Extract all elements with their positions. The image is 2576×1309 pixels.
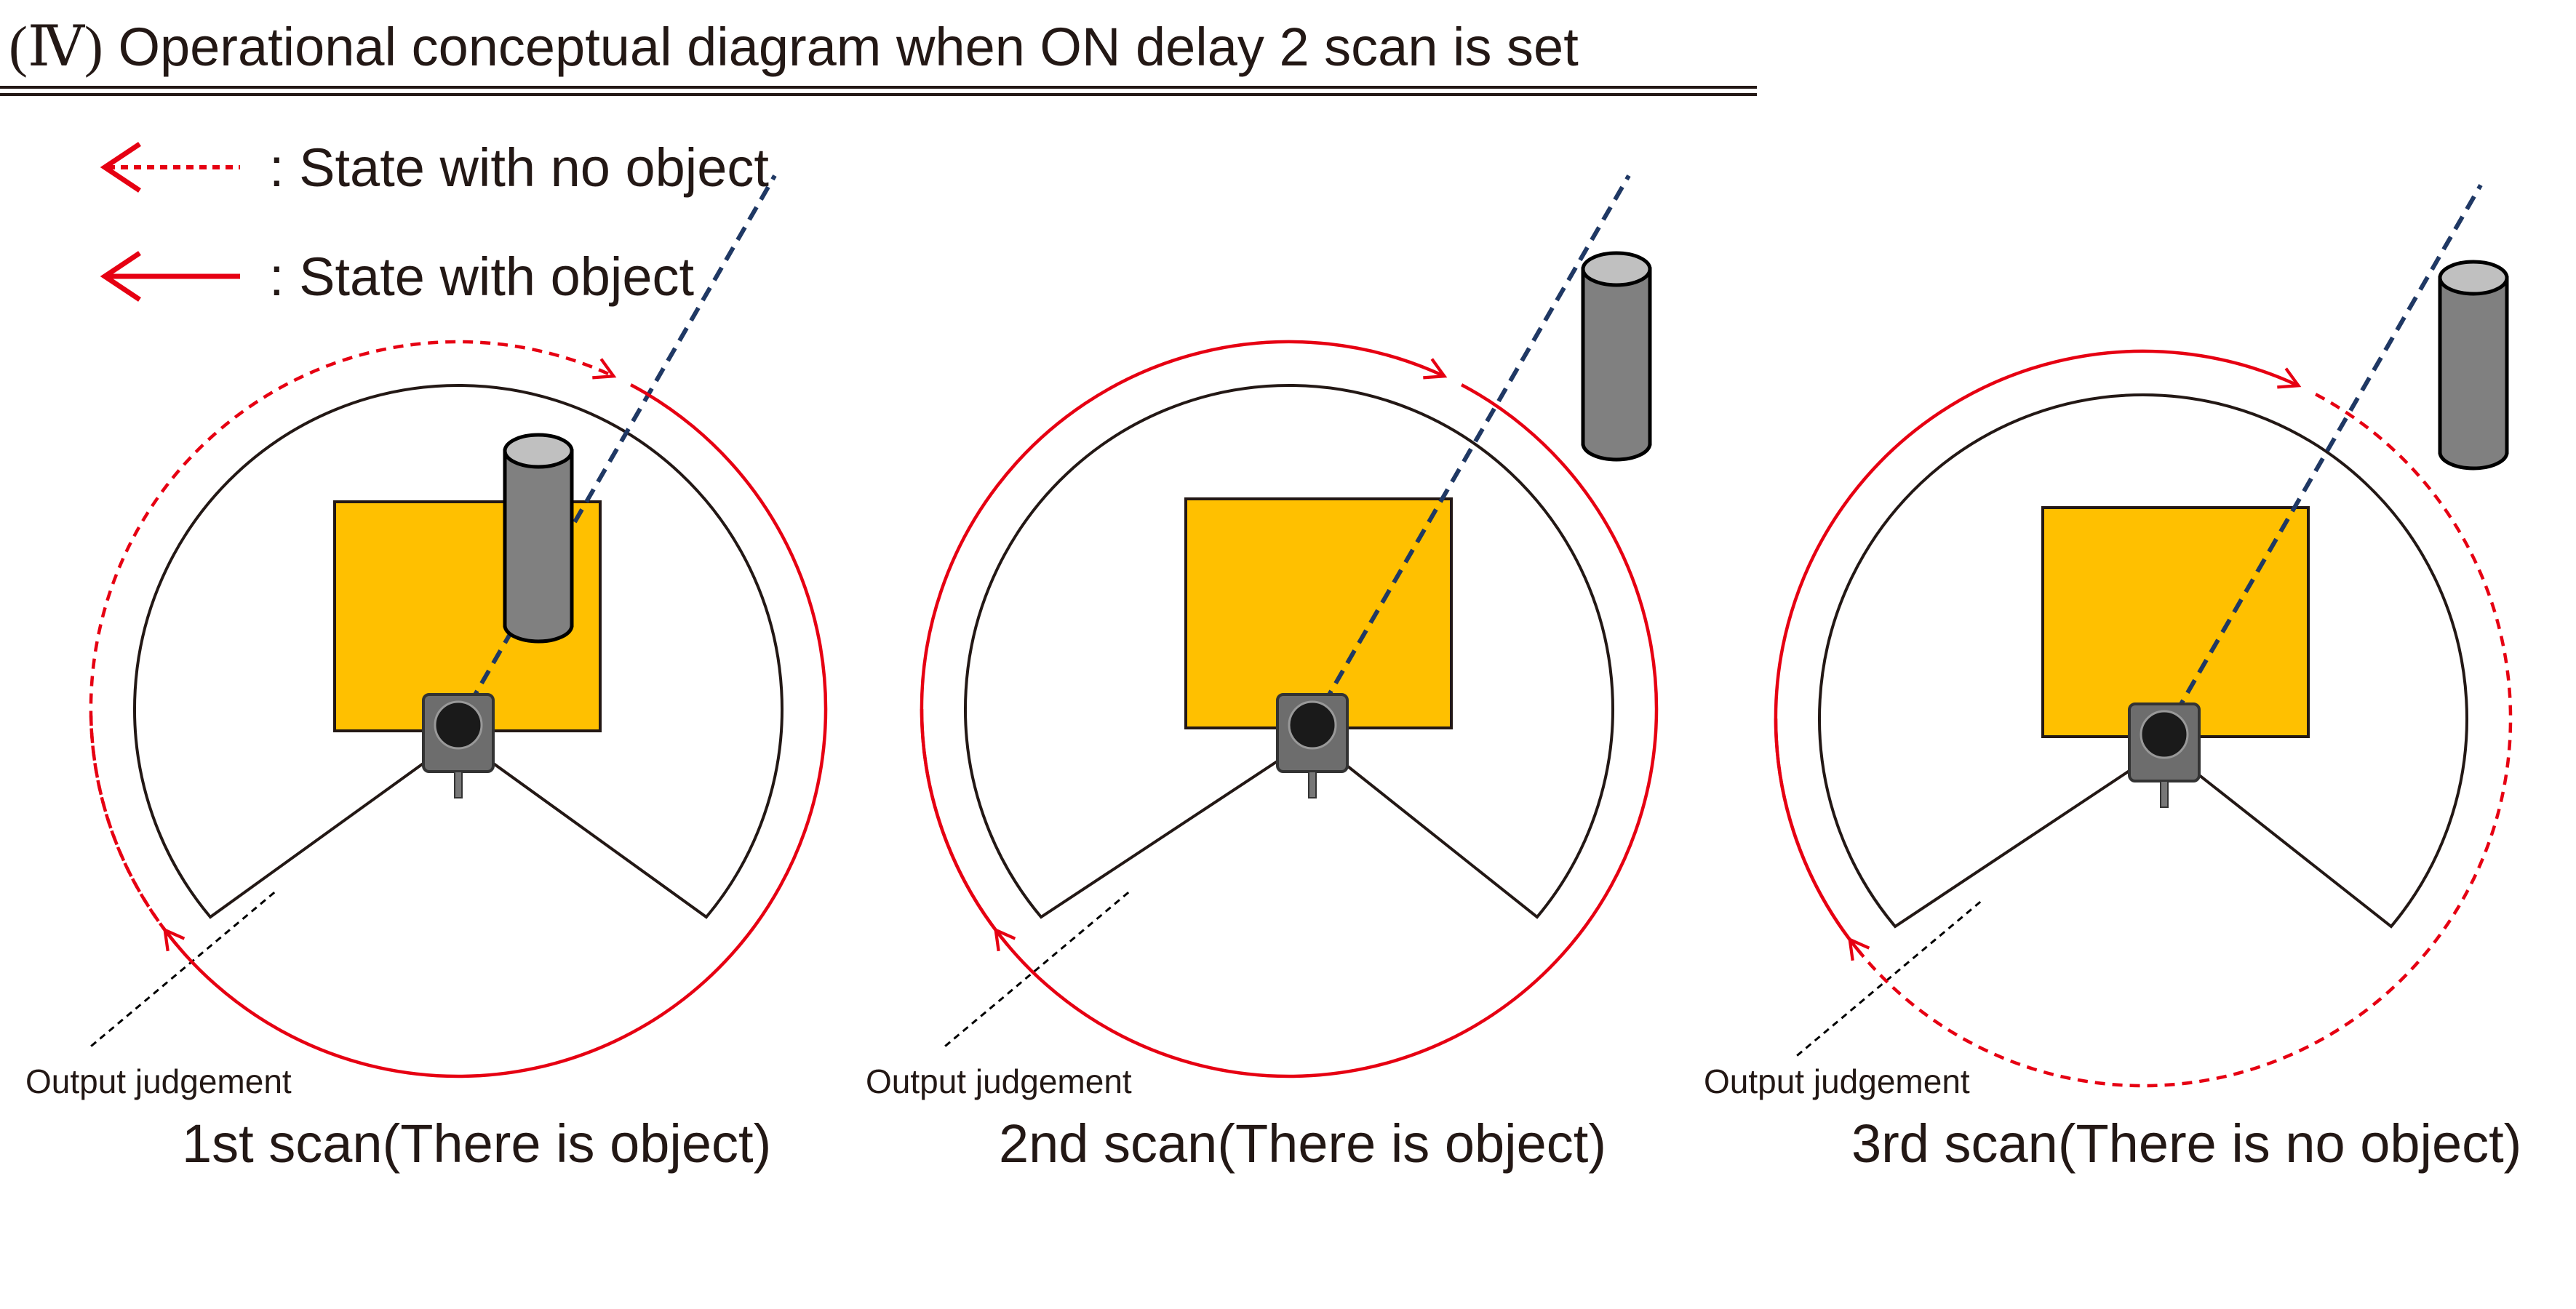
output-judgement-line — [944, 891, 1130, 1048]
output-judgement-label-3: Output judgement — [1704, 1062, 1970, 1100]
detection-area — [1818, 393, 2468, 929]
detection-area — [133, 384, 783, 919]
scan-arrow-solid — [1774, 349, 2302, 956]
scan-caption-1: 1st scan(There is object) — [182, 1113, 772, 1174]
output-judgement-label-1: Output judgement — [25, 1062, 292, 1100]
scan-caption-3: 3rd scan(There is no object) — [1851, 1113, 2522, 1174]
scan-arrow-dashed — [1848, 393, 2513, 1088]
object-box — [2041, 506, 2310, 738]
sensor-cable — [454, 771, 463, 798]
title-text: Operational conceptual diagram when ON d… — [118, 17, 1579, 77]
cylinder-top — [1581, 251, 1652, 287]
cylinder-fill — [1584, 269, 1648, 444]
output-judgement-line — [1795, 900, 1982, 1057]
output-judgement-label-2: Output judgement — [866, 1062, 1132, 1100]
object-box — [1184, 497, 1453, 729]
cylinder-fill — [506, 451, 570, 625]
cylinder-top — [2438, 260, 2509, 296]
title-underline-top — [0, 86, 1757, 89]
sensor-lens — [434, 700, 483, 750]
diagram-title: (Ⅳ) Operational conceptual diagram when … — [9, 10, 1579, 84]
legend-label: : State with object — [269, 247, 695, 307]
scan-arrow-solid-left — [994, 383, 1659, 1078]
cylinder-fill — [2441, 278, 2505, 452]
scan-return-solid — [1774, 718, 1855, 946]
scan-arrow-solid — [163, 383, 828, 1078]
output-judgement-line — [89, 891, 276, 1048]
scan-panel-2 — [920, 175, 1659, 1078]
cylinder-top — [503, 433, 574, 469]
scan-return-dashed — [89, 708, 170, 937]
scan-return-solid — [920, 708, 1001, 937]
title-underline-bottom — [0, 93, 1757, 96]
scan-beam-line — [2162, 184, 2483, 734]
solid-arrow-icon — [100, 251, 240, 302]
scan-panel-1 — [89, 175, 828, 1078]
legend-label: : State with no object — [269, 137, 769, 198]
sensor-cable — [1308, 771, 1317, 798]
dashed-arrow-icon — [100, 142, 240, 193]
sensor-cable — [2160, 780, 2169, 808]
scan-arrow-solid-right — [920, 340, 1448, 947]
section-number: (Ⅳ) — [9, 15, 103, 78]
sensor-lens — [1288, 700, 1337, 750]
detection-area — [964, 384, 1614, 919]
sensor-lens — [2140, 710, 2189, 759]
scan-beam-line — [1310, 175, 1631, 725]
scan-arrow-dashed — [89, 340, 617, 947]
scan-panel-3 — [1774, 184, 2513, 1088]
scan-caption-2: 2nd scan(There is object) — [999, 1113, 1606, 1174]
